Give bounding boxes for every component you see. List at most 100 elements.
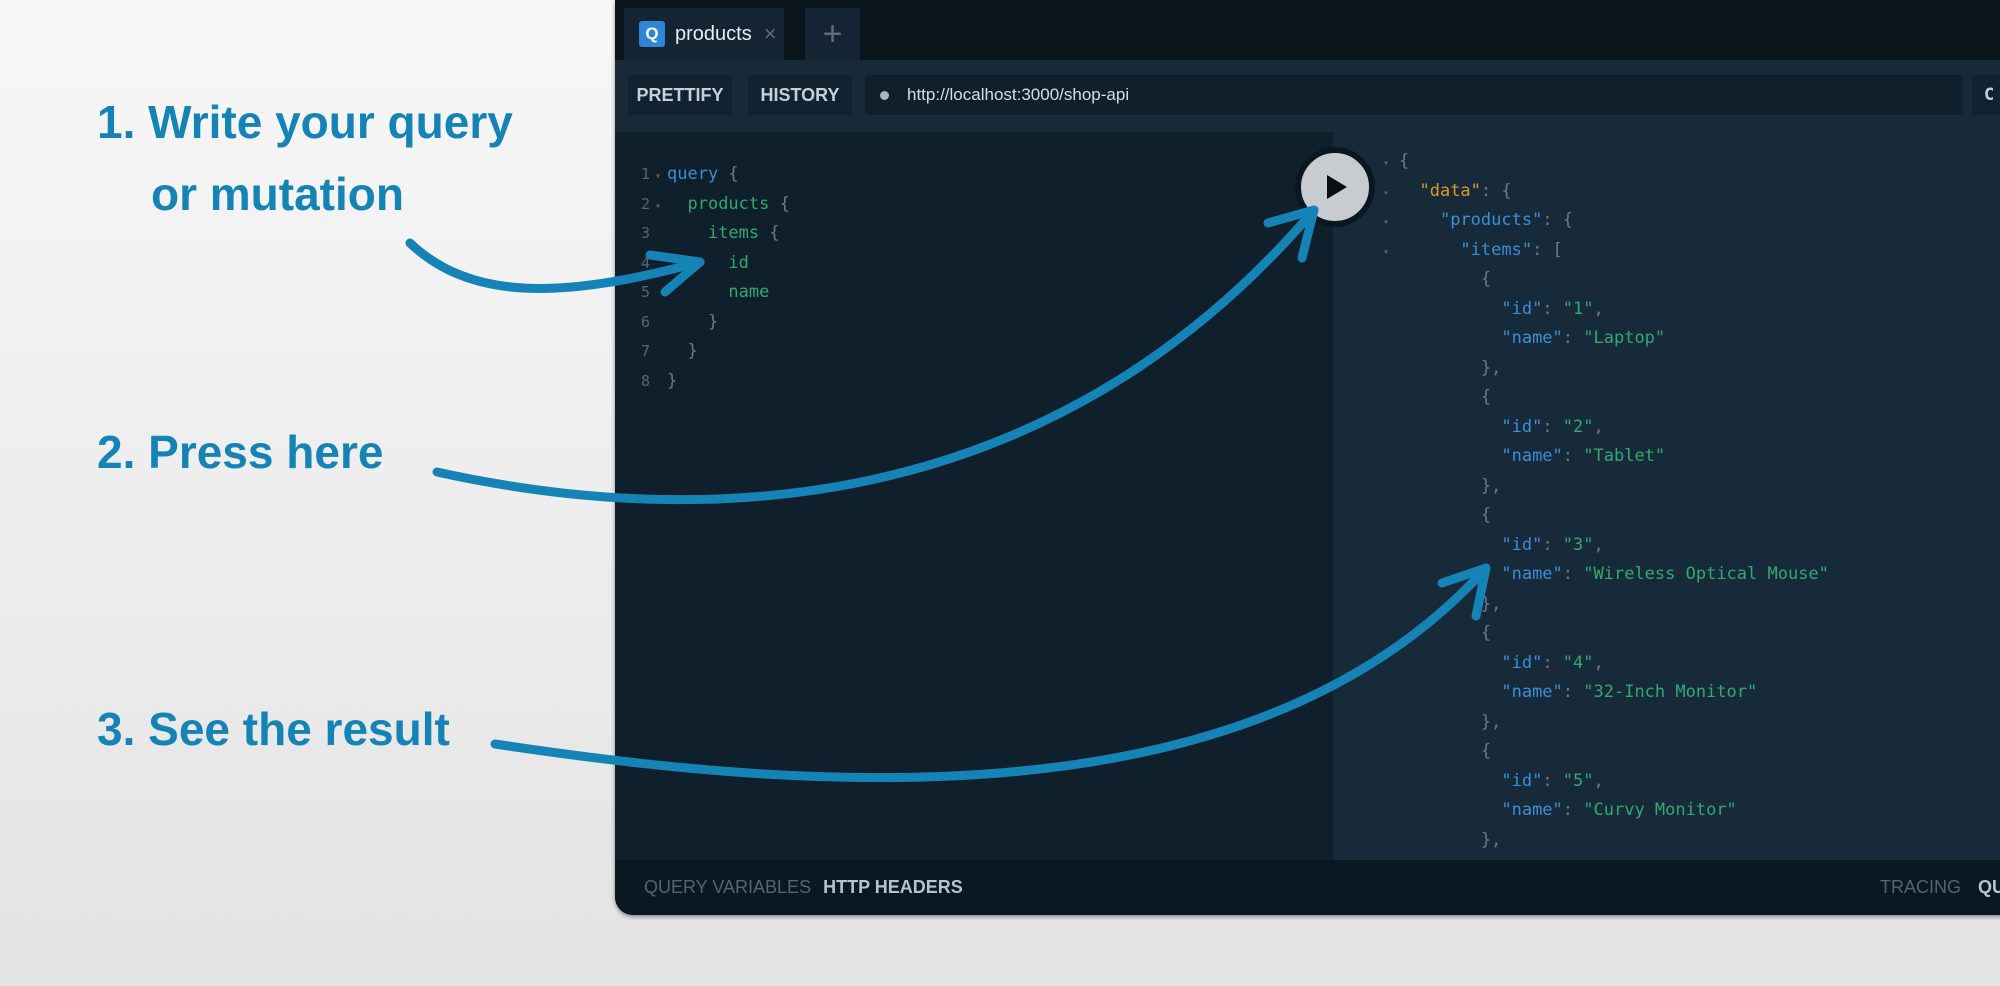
json-token: "id" [1501,534,1543,555]
result-line: "id": "3", [1383,531,1604,561]
indent [667,223,708,243]
result-viewer: ▾{▾ "data": {▾ "products": {▾ "items": [… [1333,132,2000,860]
json-token: , [1593,770,1604,791]
result-line: "name": "Curvy Monitor" [1383,796,1736,826]
code-token: query [667,164,719,184]
code-token: } [687,341,698,361]
result-line: ▾ "items": [ [1383,236,1563,266]
result-line: "name": "32-Inch Monitor" [1383,678,1757,708]
json-token: { [1480,623,1492,643]
step2-label: 2. Press here [97,426,384,478]
json-token: }, [1480,593,1502,614]
code-line: 8} [641,367,677,397]
indent [1399,387,1481,407]
indent [1399,299,1501,319]
result-line: { [1383,383,1491,413]
status-dot-icon [880,90,889,100]
indent [1399,446,1501,466]
json-token: : [1542,652,1563,673]
result-line: }, [1383,590,1501,620]
json-token: "id" [1501,298,1543,319]
line-number: 3 [641,224,651,242]
json-token: "id" [1501,652,1543,673]
result-line: "name": "Wireless Optical Mouse" [1383,560,1829,590]
indent [1399,417,1501,437]
indent [667,282,728,302]
json-token: "id" [1501,416,1543,437]
result-line: }, [1383,472,1501,502]
json-token: : [ [1532,239,1563,260]
indent [1399,476,1481,496]
fold-arrow-icon: ▾ [1383,246,1390,258]
code-token: id [728,252,749,273]
code-line: 5 name [641,278,769,308]
indent [1399,358,1481,378]
indent [1399,535,1501,555]
close-icon[interactable]: × [763,21,777,46]
bottom-bar: QUERY VARIABLES HTTP HEADERS TRACING QU [615,860,2000,915]
tab-label: products [675,22,752,45]
indent [1399,210,1440,230]
endpoint-url-input[interactable]: http://localhost:3000/shop-api [865,75,1963,115]
indent [1399,269,1481,289]
code-line: 2▾ products { [641,190,790,220]
json-token: "name" [1501,682,1563,702]
line-number: 7 [641,342,651,360]
indent [667,312,708,332]
json-token: , [1593,652,1604,673]
tab-bar: Q products × + [615,0,2000,60]
fold-arrow-icon: ▾ [655,171,662,182]
copy-curl-button[interactable]: C [1972,75,2000,115]
query-variables-tab[interactable]: QUERY VARIABLES [644,877,812,897]
json-token: "3" [1562,534,1594,555]
result-line: "id": "5", [1383,767,1604,797]
line-number: 1 [641,165,651,183]
indent [1399,771,1501,791]
graphql-playground-window: Q products × + PRETTIFY HISTORY http://l… [615,0,2000,915]
json-token: { [1480,269,1492,289]
json-token: { [1480,741,1492,761]
code-line: 3 items { [641,219,780,249]
json-token: : { [1480,180,1512,201]
json-token: "32-Inch Monitor" [1583,682,1758,702]
json-token: }, [1480,475,1502,496]
json-token: : [1542,416,1563,437]
json-token: "id" [1501,770,1543,791]
result-line: { [1383,619,1491,649]
fold-arrow-icon: ▾ [1383,158,1390,169]
code-line: 1▾query { [641,160,739,190]
line-number: 8 [641,371,651,390]
indent [1399,240,1460,260]
code-token: products [687,193,770,214]
json-token: , [1593,534,1604,555]
history-button[interactable]: HISTORY [748,75,852,115]
prettify-button[interactable]: PRETTIFY [628,75,732,115]
add-tab-button[interactable]: + [805,8,860,60]
code-line: 4 id [641,249,749,279]
json-token: "Tablet" [1583,446,1666,466]
json-token: "name" [1501,564,1563,584]
indent [1399,623,1481,643]
http-headers-tab[interactable]: HTTP HEADERS [823,877,963,897]
result-line: "name": "Tablet" [1383,442,1665,472]
result-line: "name": "Laptop" [1383,324,1665,354]
json-token: { [1480,505,1492,525]
json-token: , [1593,298,1604,319]
json-token: , [1593,416,1604,437]
indent [1399,505,1481,525]
query-plan-tab[interactable]: QU [1978,877,2000,897]
query-tab-icon: Q [639,21,665,47]
fold-arrow-icon: ▾ [655,200,662,212]
indent [1399,181,1419,201]
code-line: 7 } [641,337,698,367]
json-token: : { [1542,210,1574,230]
tracing-tab[interactable]: TRACING [1880,877,1961,897]
result-line: { [1383,501,1491,531]
tab-products[interactable]: Q products × [624,8,784,60]
execute-query-button[interactable] [1295,147,1375,227]
json-token: { [1399,151,1410,171]
indent [1399,682,1501,702]
json-token: "data" [1419,180,1481,201]
step1-label: 1. Write your query [97,96,513,148]
